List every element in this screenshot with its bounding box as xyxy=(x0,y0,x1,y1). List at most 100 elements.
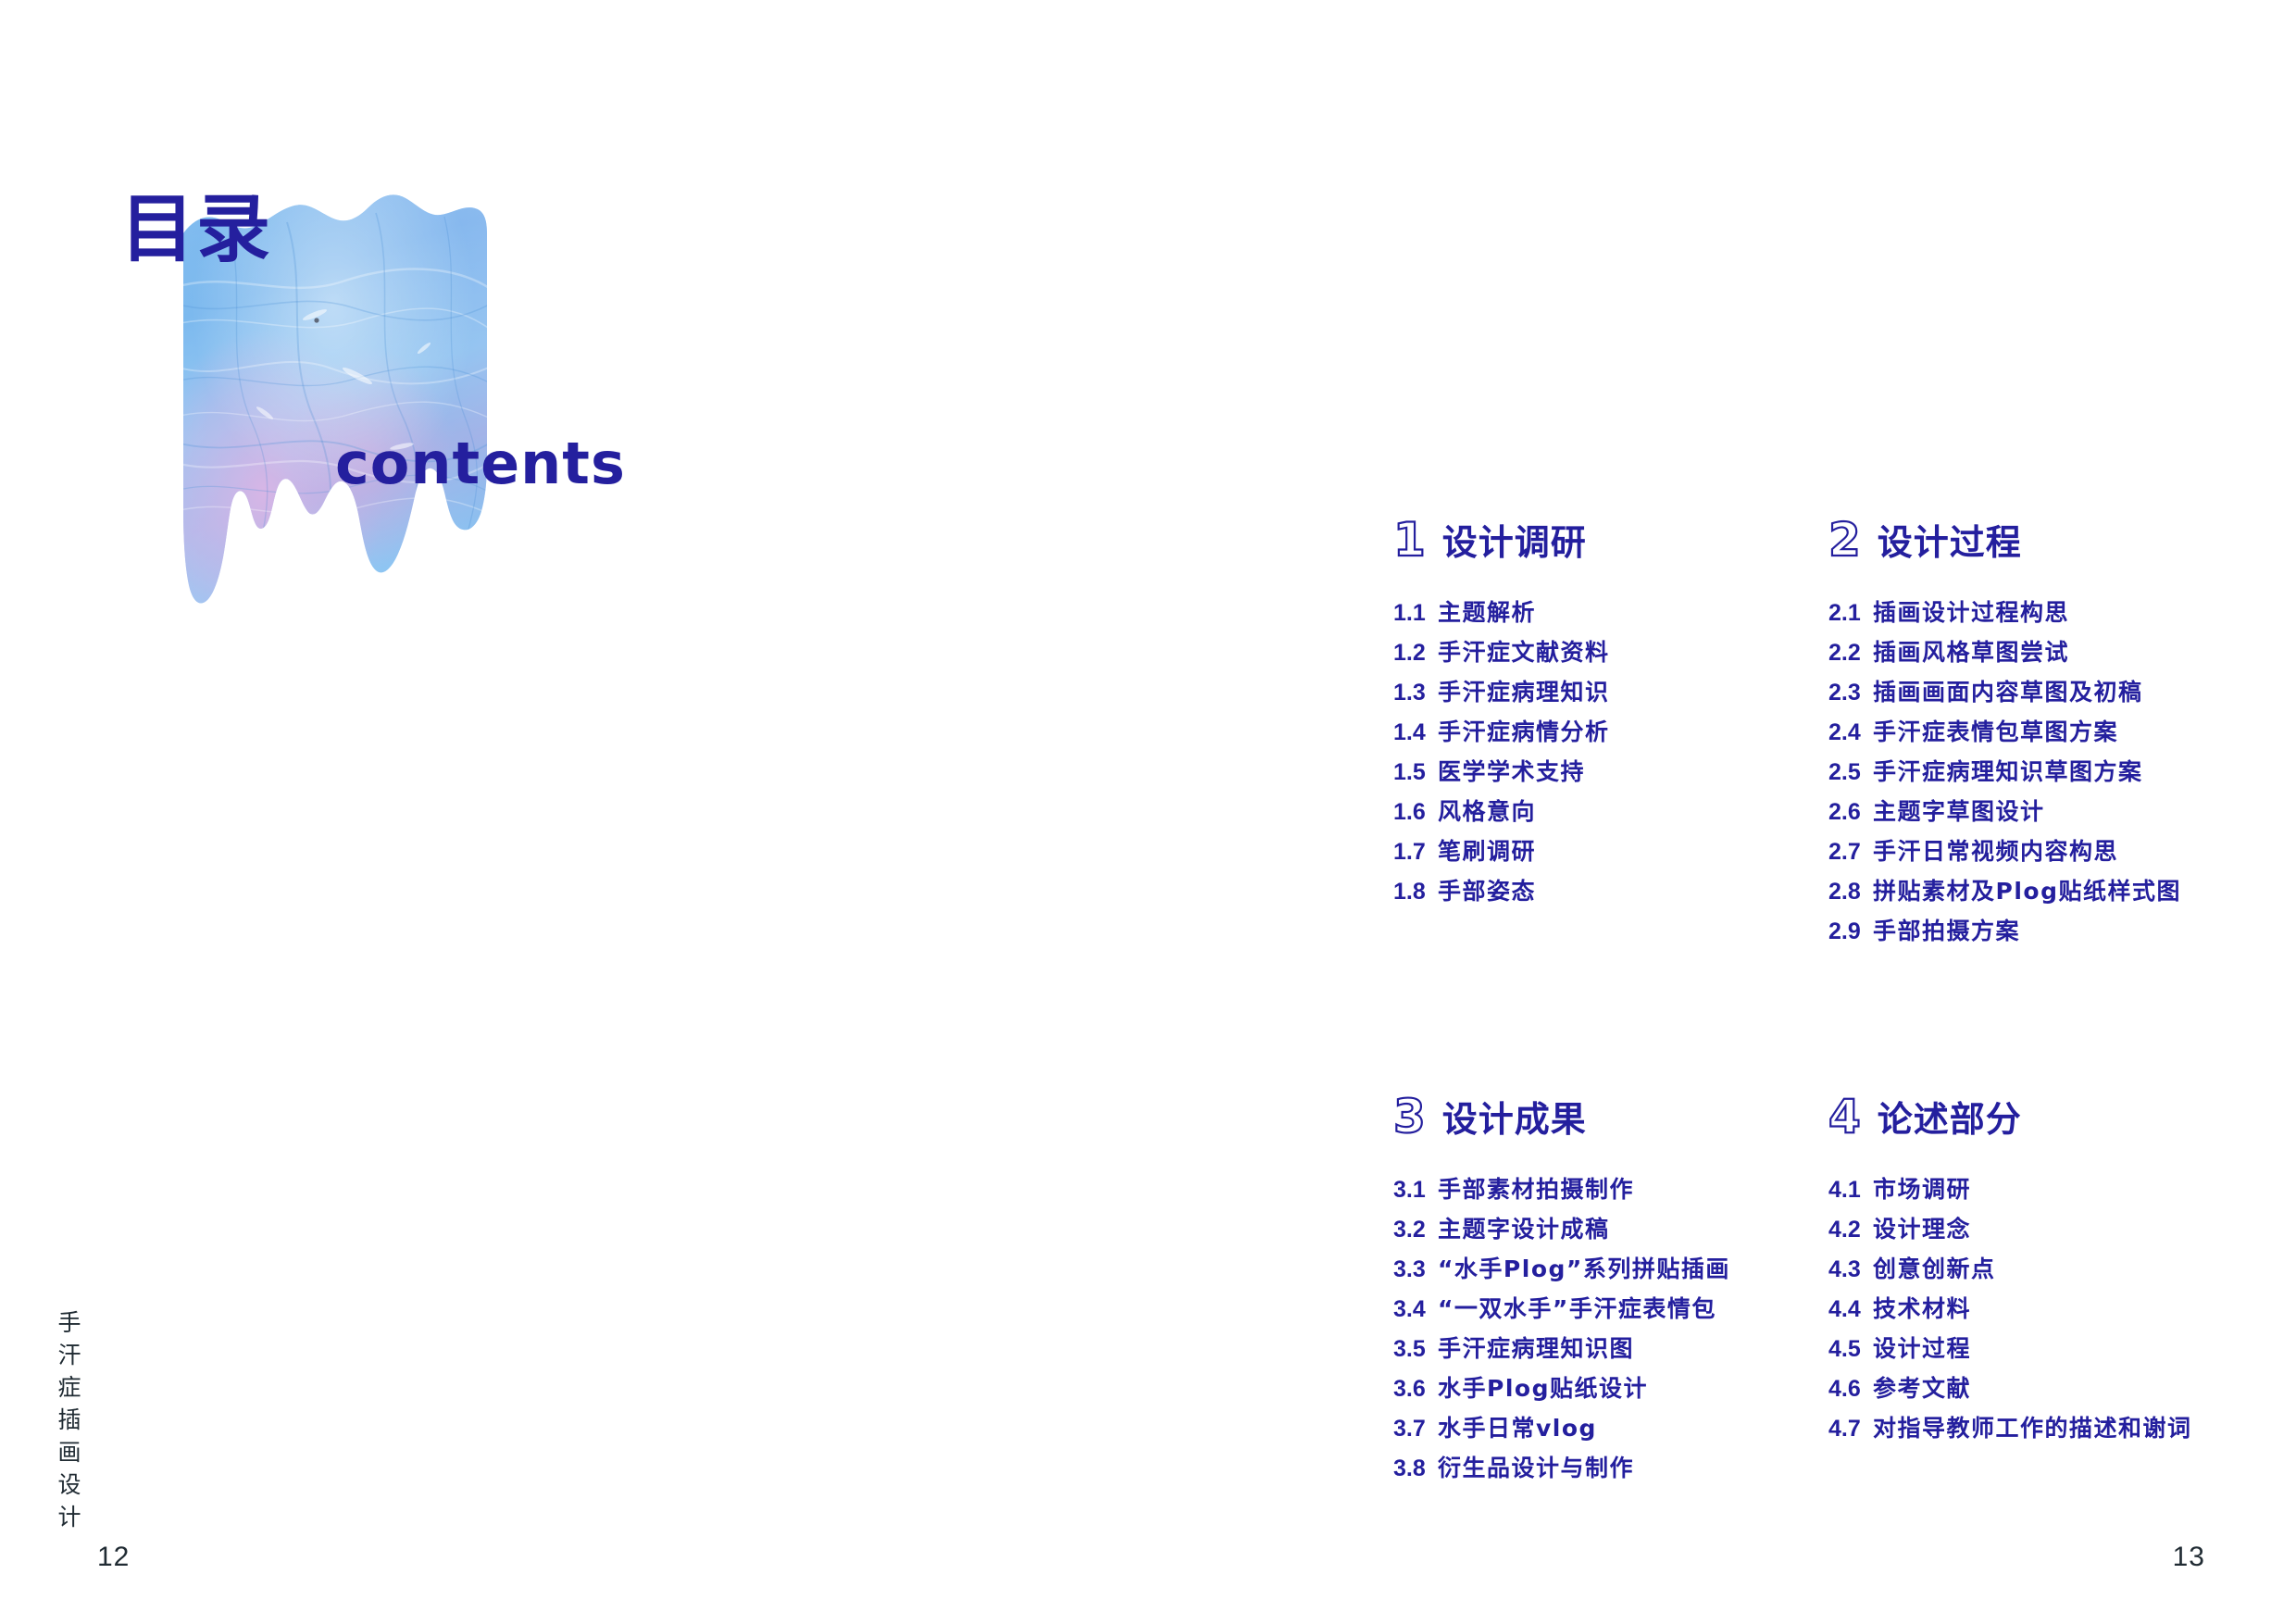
toc-section-4-header: 4 论述部分 xyxy=(1828,1093,2208,1141)
page-number-right: 13 xyxy=(2172,1542,2205,1572)
toc-item[interactable]: 2.6 主题字草图设计 xyxy=(1828,800,2208,824)
page-number-left: 12 xyxy=(97,1542,131,1572)
toc-section-1-header: 1 设计调研 xyxy=(1392,516,1828,564)
toc-item-number: 1.8 xyxy=(1393,879,1426,905)
toc-item-label: 创意创新点 xyxy=(1873,1255,1996,1282)
watercolor-blob-graphic xyxy=(176,185,491,611)
toc-section-1-title: 设计调研 xyxy=(1441,522,1587,563)
toc-item[interactable]: 1.2 手汗症文献资料 xyxy=(1393,641,1828,665)
toc-item[interactable]: 2.4 手汗症表情包草图方案 xyxy=(1828,720,2208,744)
toc-item-label: 插画画面内容草图及初稿 xyxy=(1873,679,2143,706)
toc-item-number: 3.1 xyxy=(1393,1177,1426,1203)
toc-item-number: 3.5 xyxy=(1393,1336,1426,1362)
toc-item[interactable]: 1.1 主题解析 xyxy=(1393,601,1828,625)
toc-item-number: 1.5 xyxy=(1393,759,1426,785)
toc-item-label: 水手日常vlog xyxy=(1438,1415,1597,1442)
toc-item-label: 手汗日常视频内容构思 xyxy=(1873,838,2119,865)
toc-item-label: 手汗症表情包草图方案 xyxy=(1873,718,2119,745)
toc-item-label: 手部素材拍摄制作 xyxy=(1438,1176,1635,1203)
toc-item-number: 3.4 xyxy=(1393,1296,1426,1322)
toc-item[interactable]: 3.3“水手Plog”系列拼贴插画 xyxy=(1393,1257,1828,1281)
toc-item-label: 水手Plog贴纸设计 xyxy=(1438,1375,1648,1402)
toc-item-label: 医学学术支持 xyxy=(1438,758,1586,785)
toc-item-label: 插画设计过程构思 xyxy=(1873,599,2070,626)
toc-item-number: 1.2 xyxy=(1393,640,1426,666)
toc-item[interactable]: 4.1 市场调研 xyxy=(1828,1178,2208,1202)
toc-item-number: 1.1 xyxy=(1393,600,1426,626)
toc-item-label: 衍生品设计与制作 xyxy=(1438,1455,1635,1481)
toc-item-number: 3.8 xyxy=(1393,1455,1426,1481)
toc-item[interactable]: 1.4 手汗症病情分析 xyxy=(1393,720,1828,744)
toc-item-label: 主题解析 xyxy=(1438,599,1537,626)
toc-section-2-header: 2 设计过程 xyxy=(1828,516,2208,564)
toc-item-number: 1.4 xyxy=(1393,719,1426,745)
toc-item[interactable]: 2.5 手汗症病理知识草图方案 xyxy=(1828,760,2208,784)
toc-item[interactable]: 2.2 插画风格草图尝试 xyxy=(1828,641,2208,665)
toc-item-label: 拼贴素材及Plog贴纸样式图 xyxy=(1873,878,2181,905)
toc-item-number: 2.9 xyxy=(1828,918,1861,944)
toc-item-number: 2.6 xyxy=(1828,799,1861,825)
toc-item-label: 笔刷调研 xyxy=(1438,838,1537,865)
page-title-cn: 目录 xyxy=(120,186,272,272)
toc-item[interactable]: 1.7 笔刷调研 xyxy=(1393,840,1828,864)
spine-label: 手汗症插画设计 xyxy=(55,1310,81,1537)
toc-item[interactable]: 3.1 手部素材拍摄制作 xyxy=(1393,1178,1828,1202)
toc-item[interactable]: 4.7 对指导教师工作的描述和谢词 xyxy=(1828,1417,2208,1441)
toc-item-number: 3.3 xyxy=(1393,1256,1426,1282)
toc-item-label: 参考文献 xyxy=(1873,1375,1972,1402)
toc-item[interactable]: 3.6 水手Plog贴纸设计 xyxy=(1393,1377,1828,1401)
toc-item-label: “一双水手”手汗症表情包 xyxy=(1438,1295,1716,1322)
toc-item-number: 2.8 xyxy=(1828,879,1861,905)
toc-item-number: 2.3 xyxy=(1828,680,1861,706)
toc-item-number: 1.3 xyxy=(1393,680,1426,706)
toc-item-number: 3.6 xyxy=(1393,1376,1426,1402)
toc-item-number: 4.7 xyxy=(1828,1416,1861,1442)
toc-item-label: 手汗症病理知识草图方案 xyxy=(1873,758,2143,785)
toc-section-3-header: 3 设计成果 xyxy=(1392,1093,1828,1141)
toc-item-label: 设计过程 xyxy=(1873,1335,1972,1362)
toc-item-label: 主题字草图设计 xyxy=(1873,798,2045,825)
toc-item[interactable]: 2.9 手部拍摄方案 xyxy=(1828,919,2208,943)
toc-item-label: 市场调研 xyxy=(1873,1176,1972,1203)
toc-section-2-title: 设计过程 xyxy=(1877,522,2022,563)
toc-item[interactable]: 3.4 “一双水手”手汗症表情包 xyxy=(1393,1297,1828,1321)
toc-item[interactable]: 1.5 医学学术支持 xyxy=(1393,760,1828,784)
toc-item-label: 手部拍摄方案 xyxy=(1873,918,2021,944)
toc-item[interactable]: 2.3 插画画面内容草图及初稿 xyxy=(1828,681,2208,705)
toc-item-label: 手汗症文献资料 xyxy=(1438,639,1610,666)
toc-item-number: 2.4 xyxy=(1828,719,1861,745)
toc-item-label: 对指导教师工作的描述和谢词 xyxy=(1873,1415,2192,1442)
toc-item-label: 插画风格草图尝试 xyxy=(1873,639,2070,666)
toc-item-number: 4.1 xyxy=(1828,1177,1861,1203)
toc-item-number: 2.2 xyxy=(1828,640,1861,666)
toc-item-number: 2.5 xyxy=(1828,759,1861,785)
toc-item-number: 4.4 xyxy=(1828,1296,1861,1322)
toc-item[interactable]: 2.8 拼贴素材及Plog贴纸样式图 xyxy=(1828,880,2208,904)
toc-item-label: 主题字设计成稿 xyxy=(1438,1216,1610,1243)
title-block: 目录 contents xyxy=(120,139,694,620)
toc-section-4-number: 4 xyxy=(1828,1090,1862,1143)
toc-item-number: 4.2 xyxy=(1828,1217,1861,1243)
page-title-en: contents xyxy=(335,430,626,497)
toc-item[interactable]: 3.8 衍生品设计与制作 xyxy=(1393,1456,1828,1480)
toc-item-number: 1.7 xyxy=(1393,839,1426,865)
toc-item-label: 手汗症病情分析 xyxy=(1438,718,1610,745)
